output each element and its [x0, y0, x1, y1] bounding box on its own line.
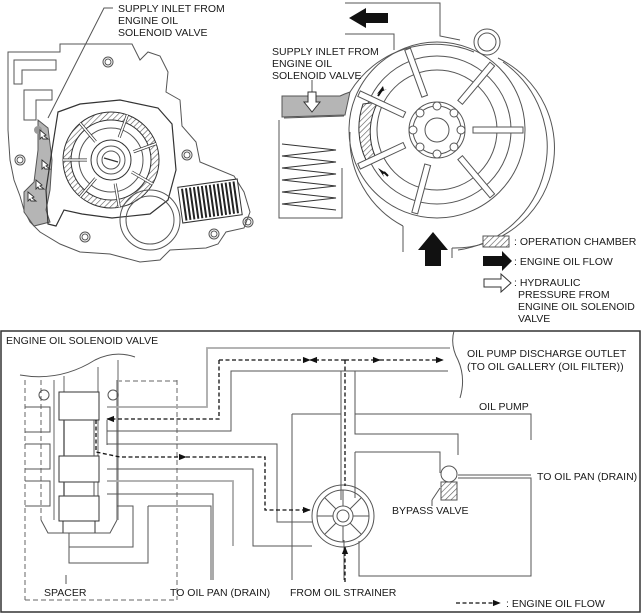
legend-hydraulic-line2: PRESSURE FROM	[518, 289, 610, 301]
oil-pump-label: OIL PUMP	[479, 401, 529, 413]
legend-engine-oil-flow: : ENGINE OIL FLOW	[514, 256, 613, 268]
black-arrow-icon	[483, 251, 512, 271]
bypass-valve-label: BYPASS VALVE	[392, 505, 468, 517]
engine-oil-flow-paths	[95, 356, 444, 582]
flow-to-rotor-arrow	[186, 456, 311, 514]
callout-supply-inlet-left-line3: SOLENOID VALVE	[118, 27, 207, 39]
top-left-pump-view: SUPPLY INLET FROM ENGINE OIL SOLENOID VA…	[7, 3, 254, 263]
solenoid-valve-title: ENGINE OIL SOLENOID VALVE	[6, 335, 158, 347]
callout-supply-inlet-left-line1: SUPPLY INLET FROM	[118, 3, 225, 15]
oil-flow-out-arrow-icon	[349, 8, 388, 28]
from-oil-strainer-label: FROM OIL STRAINER	[290, 587, 397, 599]
spacer-label: SPACER	[44, 587, 87, 599]
solenoid-valve	[24, 360, 178, 601]
drain-bottom-label: TO OIL PAN (DRAIN)	[170, 587, 270, 599]
schematic-frame	[0, 330, 641, 613]
legend-hydraulic-line4: VALVE	[518, 313, 550, 325]
legend-operation-chamber: : OPERATION CHAMBER	[514, 236, 637, 248]
oil-channels	[68, 347, 532, 580]
legend-hydraulic-line1: : HYDRAULIC	[514, 277, 581, 289]
oil-flow-in-arrow-icon	[418, 232, 448, 266]
hatch-swatch-icon	[482, 235, 510, 248]
white-arrow-icon	[483, 272, 512, 294]
hydraulic-schematic: ENGINE OIL SOLENOID VALVE	[0, 330, 641, 613]
legend-hydraulic-line3: ENGINE OIL SOLENOID	[518, 301, 635, 313]
callout-supply-inlet-right-line1: SUPPLY INLET FROM	[272, 46, 379, 58]
flow-from-solenoid-arrow	[95, 420, 187, 461]
pump-rotor-symbol	[311, 484, 375, 548]
flow-legend-label: : ENGINE OIL FLOW	[506, 598, 605, 610]
flow-to-solenoid-arrow	[106, 360, 220, 423]
callout-supply-inlet-right-line3: SOLENOID VALVE	[272, 70, 361, 82]
bypass-valve	[431, 465, 458, 506]
discharge-outlet-label-line1: OIL PUMP DISCHARGE OUTLET	[467, 348, 627, 360]
callout-supply-inlet-left-line2: ENGINE OIL	[118, 15, 178, 27]
drain-right-label: TO OIL PAN (DRAIN)	[537, 471, 637, 483]
top-right-pump-section: SUPPLY INLET FROM ENGINE OIL SOLENOID VA…	[272, 2, 555, 266]
callout-supply-inlet-right-line2: ENGINE OIL	[272, 58, 332, 70]
legend: : OPERATION CHAMBER : ENGINE OIL FLOW : …	[482, 235, 637, 325]
discharge-outlet-label-line2: (TO OIL GALLERY (OIL FILTER))	[467, 361, 624, 373]
